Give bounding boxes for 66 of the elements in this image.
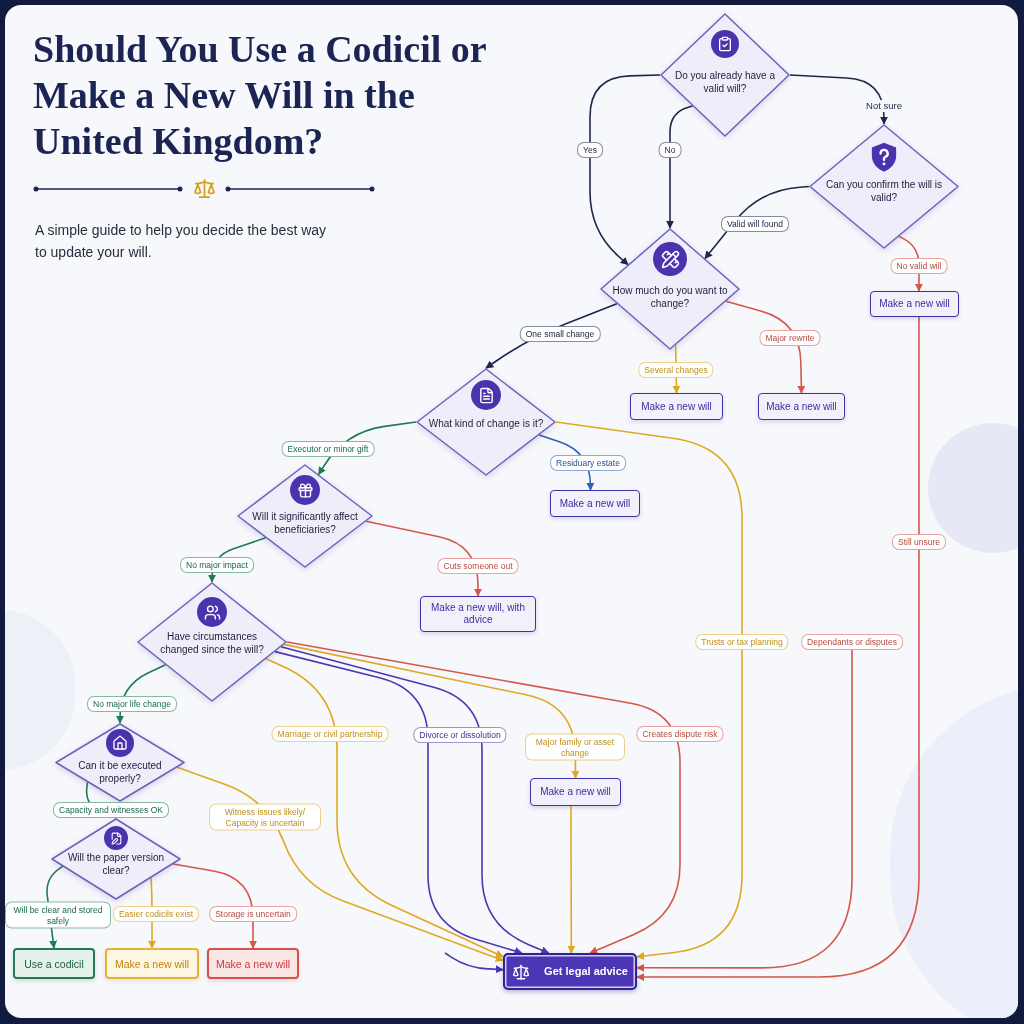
edge-label: No major life change — [87, 696, 177, 712]
outcome-box: Make a new will — [207, 948, 299, 979]
outcome-box: Make a new will — [550, 490, 640, 517]
result-text: Get legal advice — [544, 964, 628, 980]
arrow — [555, 421, 743, 960]
decision-diamond — [51, 818, 181, 900]
edge-label: Dependants or disputes — [801, 634, 903, 650]
arrow — [444, 952, 504, 974]
arrow — [283, 643, 580, 779]
arrow — [176, 766, 504, 962]
decision-diamond — [416, 368, 556, 476]
question-text: Will it significantly affect beneficiaries? — [251, 510, 359, 536]
outcome-box: Make a new will, with advice — [420, 596, 536, 632]
decision-diamond — [55, 723, 185, 802]
question-text: Will the paper version clear? — [66, 851, 166, 877]
title: Should You Use a Codicil or Make a New Will in the United Kingdom? — [33, 27, 487, 164]
edge-label: Still unsure — [891, 534, 947, 550]
edge-label: Easier codicils exist — [112, 906, 200, 922]
outcome-box: Make a new will — [630, 393, 723, 420]
arrow — [789, 74, 888, 125]
arrow — [725, 300, 806, 394]
outcome-box: Make a new will — [870, 291, 959, 317]
edge-label: Major rewrite — [759, 330, 821, 346]
arrow — [589, 74, 661, 266]
result-box — [503, 953, 637, 990]
decision-diamond — [137, 582, 287, 702]
arrow — [666, 105, 694, 229]
outcome-box: Make a new will — [105, 948, 199, 979]
edge-label: Cuts someone out — [437, 558, 519, 574]
decision-diamond — [660, 13, 790, 137]
edge-label: Creates dispute risk — [636, 726, 724, 742]
arrow — [172, 863, 257, 949]
arrow — [365, 520, 482, 597]
edge-label: Valid will found — [720, 216, 790, 232]
edge-label: Not sure — [864, 100, 904, 112]
edge-label: Divorce or dissolution — [413, 727, 507, 743]
edge-label: Several changes — [638, 362, 714, 378]
question-text: Can it be executed properly? — [77, 759, 163, 785]
question-text: How much do you want to change? — [611, 284, 729, 310]
edge-label: Witness issues likely/ Capacity is uncertain — [209, 803, 321, 831]
question-text: Do you already have a valid will? — [673, 69, 777, 95]
arrow — [636, 649, 853, 972]
decision-diamond — [600, 228, 740, 350]
arrow — [567, 805, 576, 954]
edge-label: No major impact — [180, 557, 254, 573]
edge-label: Marriage or civil partnership — [271, 726, 389, 742]
question-text: Have circumstances changed since the will? — [159, 630, 265, 656]
edge-label: One small change — [519, 326, 601, 342]
question-text: Can you confirm the will is valid? — [824, 178, 944, 204]
decision-diamond — [809, 124, 959, 249]
outcome-box: Use a codicil — [13, 948, 95, 979]
question-text: What kind of change is it? — [428, 417, 544, 430]
edge-label: Will be clear and stored safely — [5, 901, 111, 929]
arrow — [636, 316, 920, 982]
edge-label: Major family or asset change — [525, 733, 625, 761]
edge-label: Residuary estate — [550, 455, 626, 471]
arrow — [286, 641, 681, 954]
edge-label: No valid will — [890, 258, 948, 274]
edge-label: Yes — [577, 142, 603, 158]
subtitle: A simple guide to help you decide the best way to update your will. — [35, 221, 328, 262]
outcome-box: Make a new will — [758, 393, 845, 420]
edge-label: Executor or minor gift — [281, 441, 375, 457]
outcome-box: Make a new will — [530, 778, 621, 806]
edge-label: Trusts or tax planning — [695, 634, 789, 650]
edge-label: Capacity and witnesses OK — [53, 802, 169, 818]
edge-label: Storage is uncertain — [209, 906, 297, 922]
